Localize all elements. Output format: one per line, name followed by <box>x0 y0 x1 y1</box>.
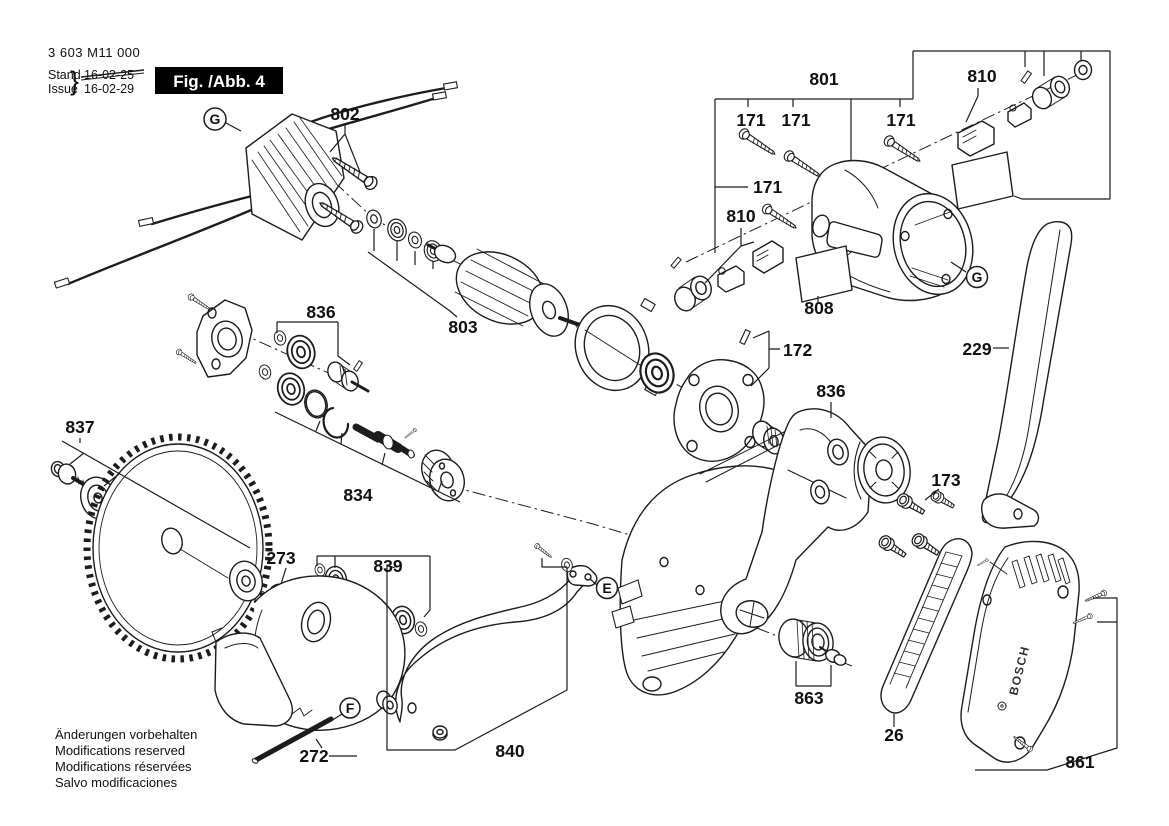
issue-label: Issue <box>48 82 78 96</box>
callout-863: 863 <box>794 688 823 708</box>
armature-washer-stack <box>363 207 446 265</box>
callout-839: 839 <box>373 556 402 576</box>
footer-line-fr: Modifications réservées <box>55 759 192 774</box>
callout-802: 802 <box>330 104 359 124</box>
callout-834: 834 <box>343 485 372 505</box>
callout-273: 273 <box>266 548 295 568</box>
view-letter-g-housing: G <box>972 269 983 285</box>
stand-label: Stand <box>48 68 81 82</box>
footer-line-en: Modifications reserved <box>55 743 185 758</box>
guard-pivot-rod-272 <box>251 716 334 764</box>
callout-171-a: 171 <box>736 110 765 130</box>
drive-pulley-863 <box>778 618 847 666</box>
view-letter-g-stator: G <box>210 111 221 127</box>
callout-leader-lines <box>61 50 1118 771</box>
spindle-bearing-group-836 <box>257 329 370 439</box>
doc-part-number: 3 603 M11 000 <box>48 45 140 60</box>
field-stator <box>53 81 458 289</box>
upper-blade-guard-229 <box>980 220 1073 529</box>
view-circle-g-housing <box>965 265 989 289</box>
figure-label: Fig. /Abb. 4 <box>173 72 265 91</box>
callout-272: 272 <box>299 746 328 766</box>
callout-810-top: 810 <box>967 66 996 86</box>
callout-810-mid: 810 <box>726 206 755 226</box>
part-callouts: 802 801 810 171 171 171 171 810 808 803 … <box>65 66 1094 772</box>
view-letter-f: F <box>346 700 355 716</box>
guard-link-arm-840 <box>376 542 598 741</box>
saw-blade <box>83 433 273 663</box>
callout-837: 837 <box>65 417 94 437</box>
callout-171-d: 171 <box>753 177 782 197</box>
drive-belt-26 <box>880 538 973 714</box>
callout-171-c: 171 <box>886 110 915 130</box>
figure-label-box <box>155 67 283 94</box>
view-circle-e <box>595 576 619 600</box>
motor-mount-plate <box>174 292 253 378</box>
callout-173: 173 <box>931 470 960 490</box>
callout-229: 229 <box>962 339 991 359</box>
callout-840: 840 <box>495 741 524 761</box>
callout-836-left: 836 <box>306 302 335 322</box>
callout-803: 803 <box>448 317 477 337</box>
footer-line-de: Änderungen vorbehalten <box>55 727 197 742</box>
title-block: 3 603 M11 000 Stand Issue } 16-02-25 16-… <box>48 45 283 96</box>
callout-26: 26 <box>884 725 904 745</box>
issue-date: 16-02-29 <box>84 82 134 96</box>
stand-date-strikethrough <box>80 69 145 78</box>
view-letter-e: E <box>602 580 611 596</box>
gear-arm-836 <box>611 408 911 696</box>
brush-set-upper-810 <box>951 59 1093 210</box>
view-circle-g-stator <box>203 107 227 131</box>
view-circle-f <box>339 697 361 719</box>
callout-861: 861 <box>1065 752 1094 772</box>
label-sticker-808 <box>795 245 853 303</box>
belt-cover-861 <box>960 540 1108 763</box>
view-letter-markers <box>203 107 989 719</box>
modifications-note: Änderungen vorbehalten Modifications res… <box>55 727 197 790</box>
motor-housing-801 <box>811 159 974 302</box>
callout-801: 801 <box>809 69 838 89</box>
footer-line-es: Salvo modificaciones <box>55 775 178 790</box>
spindle-shaft-834 <box>352 423 465 502</box>
bearing-flange-172 <box>673 329 765 462</box>
callout-808: 808 <box>804 298 833 318</box>
air-baffle-ring <box>574 297 660 397</box>
callout-836-right: 836 <box>816 381 845 401</box>
brush-set-lower-810 <box>670 240 784 312</box>
callout-171-b: 171 <box>781 110 810 130</box>
brace: } <box>70 66 79 96</box>
callout-172: 172 <box>783 340 812 360</box>
lower-guard-assembly <box>211 575 406 731</box>
stand-date-strikethrough-2 <box>80 72 145 81</box>
